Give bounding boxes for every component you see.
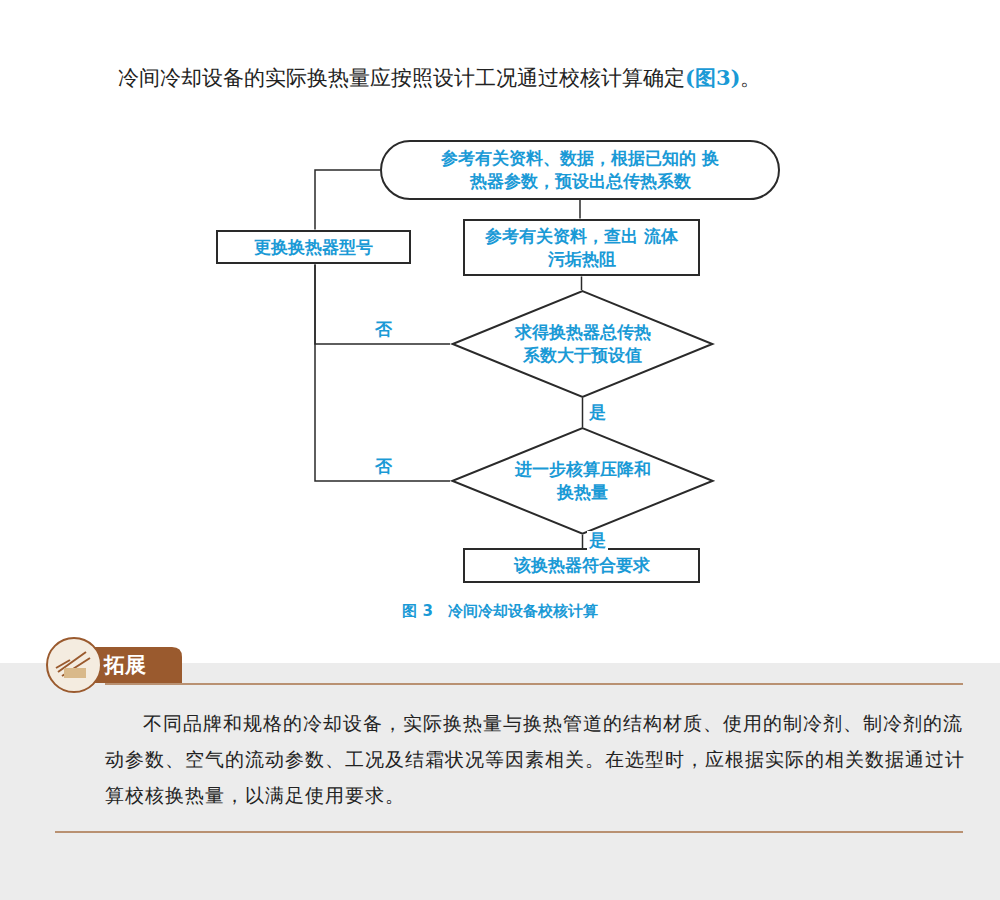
section-tab-title: 拓展	[104, 651, 146, 679]
diamond-outline	[450, 427, 715, 535]
diamond-shape	[453, 428, 713, 534]
diamond-shape	[453, 291, 713, 397]
node-text: 更换换热器型号	[254, 236, 373, 259]
connector	[581, 276, 583, 290]
tab-icon	[47, 638, 101, 692]
figure-reference: (图3)	[685, 65, 740, 90]
edge-label: 是	[587, 531, 608, 550]
edge-label: 否	[373, 457, 394, 476]
node-text: 该换热器符合要求	[514, 554, 650, 577]
connector	[579, 200, 581, 219]
process-box: 参考有关资料，查出 流体污垢热阻	[463, 219, 700, 277]
start-box: 参考有关资料、数据，根据已知的 换热器参数，预设出总传热系数	[380, 140, 780, 200]
node-text: 参考有关资料、数据，根据已知的 换热器参数，预设出总传热系数	[440, 147, 720, 193]
node-text: 求得换热器总传热 系数大于预设值	[508, 321, 658, 367]
connector	[315, 264, 450, 344]
rule-line	[105, 683, 963, 685]
node-text: 进一步核算压降和 换热量	[508, 458, 658, 504]
connector	[315, 264, 450, 481]
result-box: 该换热器符合要求	[463, 548, 700, 583]
tab-icon-book	[64, 668, 86, 678]
node-text: 参考有关资料，查出 流体污垢热阻	[485, 225, 678, 271]
connector	[582, 535, 584, 548]
intro-line: 冷间冷却设备的实际换热量应按照设计工况通过校核计算确定(图3)。	[118, 64, 761, 92]
decision-diamond: 进一步核算压降和 换热量	[450, 427, 715, 535]
extension-band	[0, 663, 1000, 900]
edge-label: 是	[587, 403, 608, 422]
extension-paragraph: 不同品牌和规格的冷却设备，实际换热量与换热管道的结构材质、使用的制冷剂、制冷剂的…	[105, 705, 965, 813]
process-box: 更换换热器型号	[216, 230, 411, 265]
figure-caption: 图 3 冷间冷却设备校核计算	[0, 602, 1000, 621]
diamond-outline	[450, 290, 715, 398]
edge-label: 否	[373, 320, 394, 339]
intro-text: 冷间冷却设备的实际换热量应按照设计工况通过校核计算确定	[118, 66, 685, 90]
decision-diamond: 求得换热器总传热 系数大于预设值	[450, 290, 715, 398]
connector	[315, 170, 380, 230]
connector	[582, 398, 584, 427]
intro-text: 。	[740, 66, 761, 90]
rule-line	[55, 831, 963, 833]
